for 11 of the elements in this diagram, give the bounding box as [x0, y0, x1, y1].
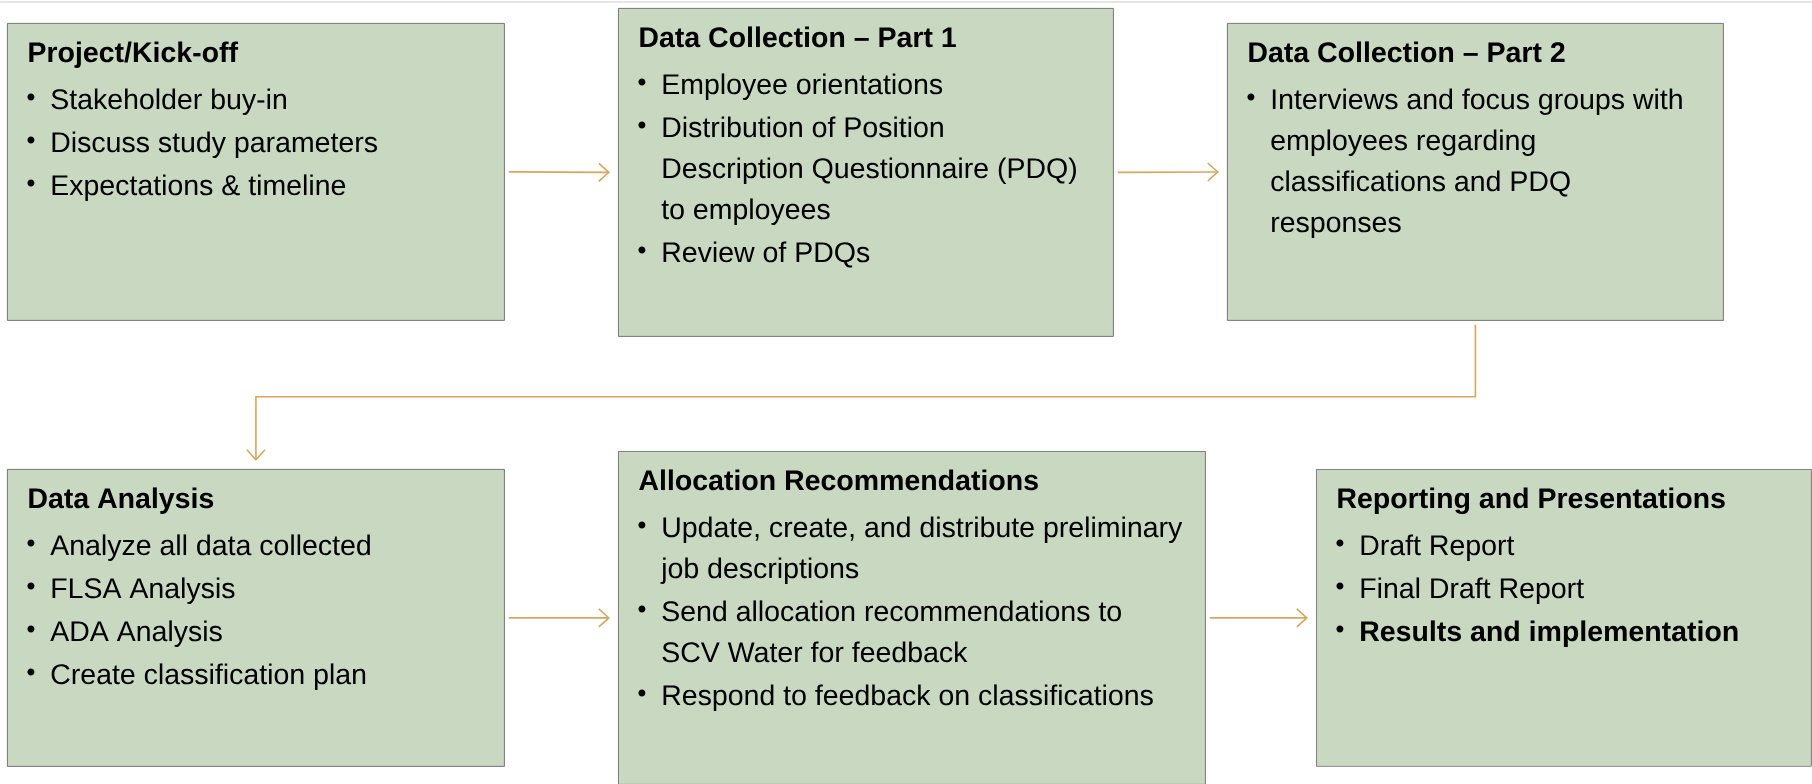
process-box: Data Collection – Part 1 Employee orientations Distribution of Position Description Questionnaire (PDQ) to employees Review of PDQs — [618, 8, 1114, 337]
process-box: Reporting and Presentations Draft Report Final Draft Report Results and implementation — [1316, 469, 1812, 767]
process-box: Allocation Recommendations Update, create, and distribute preliminary job descriptions Send allocation recommendations to SCV Water for feedback Respond to feedback on classifications — [618, 451, 1206, 784]
arrow — [1117, 162, 1219, 182]
arrow — [1209, 608, 1308, 628]
arrow — [508, 608, 610, 628]
process-box: Data Collection – Part 2 Interviews and focus groups with employees regarding classifications and PDQ responses — [1227, 23, 1724, 321]
arrow — [508, 162, 610, 183]
process-box: Project/Kick-off Stakeholder buy-in Discuss study parameters Expectations & timeline — [7, 23, 505, 321]
process-box: Data Analysis Analyze all data collected FLSA Analysis ADA Analysis Create classification plan — [7, 469, 505, 767]
arrow — [246, 324, 1477, 461]
